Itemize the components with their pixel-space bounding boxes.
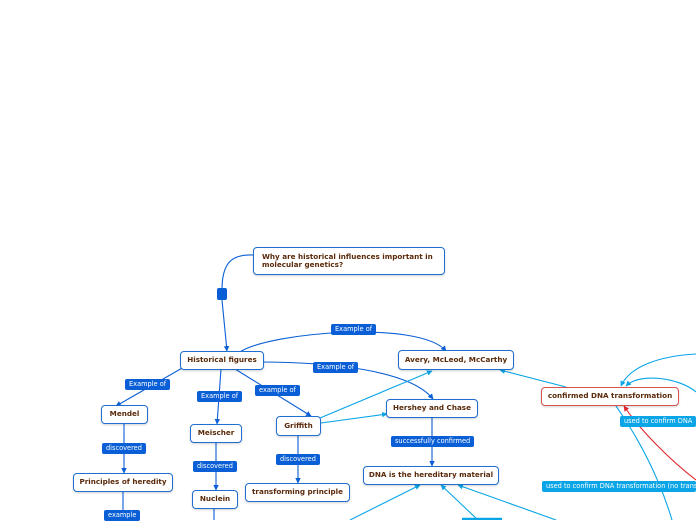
meischer-node[interactable]: Meischer <box>190 424 242 443</box>
confirmed-node[interactable]: confirmed DNA transformation <box>541 387 679 406</box>
link-right-confirmed-2 <box>625 377 696 393</box>
link-right-confirmed-1 <box>620 353 696 387</box>
label-example[interactable]: example <box>104 510 141 521</box>
transforming-node[interactable]: transforming principle <box>245 483 350 502</box>
question-text: Why are historical influences important … <box>262 251 433 269</box>
label-example-of-meischer[interactable]: Example of <box>197 391 243 402</box>
mendel-node[interactable]: Mendel <box>101 405 148 424</box>
nuclein-text: Nuclein <box>199 494 231 504</box>
label-example-of-hershey[interactable]: Example of <box>313 362 359 373</box>
label-used-to-confirm-1[interactable]: used to confirm DNA <box>620 416 696 427</box>
link-hub-historical <box>221 299 230 352</box>
connector-hub[interactable] <box>217 288 227 300</box>
transforming-text: transforming principle <box>251 487 344 497</box>
nuclein-node[interactable]: Nuclein <box>192 490 238 509</box>
griffith-text: Griffith <box>284 420 313 430</box>
confirmed-text: confirmed DNA transformation <box>547 391 673 401</box>
avery-node[interactable]: Avery, McLeod, McCarthy <box>398 350 514 370</box>
griffith-node[interactable]: Griffith <box>276 416 321 436</box>
principles-text: Principles of heredity <box>79 477 167 487</box>
label-discovered-meischer[interactable]: discovered <box>193 461 237 472</box>
link-into-dna-3 <box>457 484 557 520</box>
question-node[interactable]: Why are historical influences important … <box>253 247 445 275</box>
label-discovered-griffith[interactable]: discovered <box>276 454 320 465</box>
label-discovered-mendel[interactable]: discovered <box>102 443 146 454</box>
link-historical-avery <box>239 331 447 353</box>
link-griffith-avery <box>319 370 433 419</box>
link-historical-hershey <box>257 361 434 400</box>
label-example-of-avery[interactable]: Example of <box>331 324 377 335</box>
historical-figures-text: Historical figures <box>187 355 257 365</box>
label-used-to-confirm-2[interactable]: used to confirm DNA transformation (no t… <box>542 481 696 492</box>
hershey-node[interactable]: Hershey and Chase <box>386 399 478 418</box>
meischer-text: Meischer <box>197 428 235 438</box>
label-example-of-griffith[interactable]: example of <box>255 385 300 396</box>
link-griffith-hershey <box>320 411 388 424</box>
link-confirmed-negative <box>623 405 696 481</box>
dna-text: DNA is the hereditary material <box>368 470 494 480</box>
dna-node[interactable]: DNA is the hereditary material <box>363 466 499 485</box>
label-successfully-confirmed[interactable]: successfully confirmed <box>391 436 475 447</box>
hershey-text: Hershey and Chase <box>393 403 471 413</box>
link-into-dna-1 <box>349 484 421 520</box>
historical-figures-node[interactable]: Historical figures <box>180 351 264 370</box>
mendel-text: Mendel <box>109 409 140 419</box>
principles-node[interactable]: Principles of heredity <box>73 473 173 492</box>
link-confirmed-avery <box>499 368 567 388</box>
avery-text: Avery, McLeod, McCarthy <box>404 354 508 364</box>
link-into-dna-2 <box>440 484 479 520</box>
link-question-hub <box>221 254 255 291</box>
label-example-of-mendel[interactable]: Example of <box>125 379 171 390</box>
